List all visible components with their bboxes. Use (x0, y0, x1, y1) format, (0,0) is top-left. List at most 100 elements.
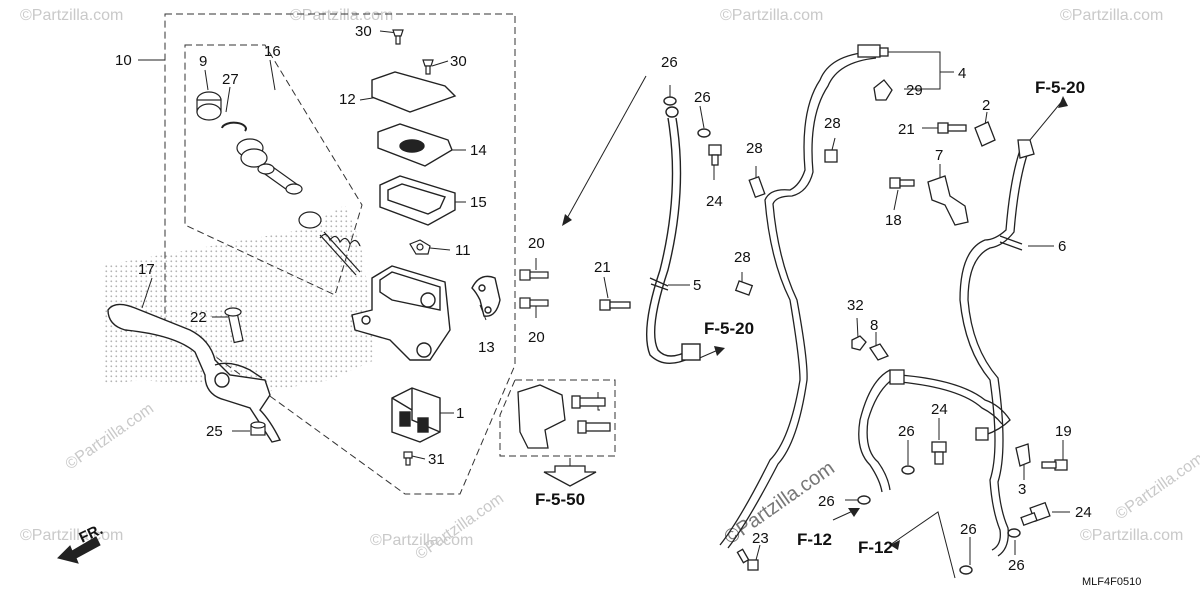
down-arrow-icon (543, 465, 597, 487)
clip-11 (409, 239, 431, 255)
label-27: 27 (222, 71, 239, 88)
diaphragm-plate-14 (377, 123, 453, 167)
label-20: 20 (528, 235, 545, 252)
label-31: 31 (428, 451, 445, 468)
clip-29 (873, 79, 893, 101)
label-20: 20 (528, 329, 545, 346)
clamp-3-bolt-19 (1015, 443, 1068, 471)
fr-arrow-icon (57, 536, 101, 564)
diaphragm-15 (379, 175, 456, 226)
label-1: 1 (456, 405, 464, 422)
watermark-silhouette (105, 205, 375, 395)
bolt-24-top (708, 144, 722, 166)
ref-arrows (562, 96, 1068, 550)
master-cylinder-body (351, 265, 451, 361)
watermark-text: ©Partzilla.com (63, 400, 157, 473)
pivot-bolt-22 (224, 307, 244, 344)
label-28: 28 (734, 249, 751, 266)
hose-branch (858, 369, 1011, 493)
label-26: 26 (661, 54, 678, 71)
label-24: 24 (706, 193, 723, 210)
watermark-text: ©Partzilla.com (20, 7, 123, 24)
label-6: 6 (1058, 238, 1066, 255)
part-labels: 30 30 10 16 9 27 12 14 15 11 13 1 31 17 … (115, 23, 1092, 574)
label-16: 16 (264, 43, 281, 60)
label-25: 25 (206, 423, 223, 440)
ref-f-12-right: F-12 (858, 538, 893, 557)
label-26: 26 (1008, 557, 1025, 574)
inset-switch (517, 384, 611, 449)
label-17: 17 (138, 261, 155, 278)
bolts-20 (519, 269, 549, 309)
watermark-text: ©Partzilla.com (1060, 7, 1163, 24)
label-26: 26 (898, 423, 915, 440)
label-3: 3 (1018, 481, 1026, 498)
label-21: 21 (898, 121, 915, 138)
label-2: 2 (982, 97, 990, 114)
washers-26 (663, 96, 1021, 575)
bolt-21-left (599, 299, 631, 311)
label-23: 23 (752, 530, 769, 547)
label-13: 13 (478, 339, 495, 356)
watermark-text: ©Partzilla.com (720, 7, 823, 24)
label-28: 28 (824, 115, 841, 132)
label-21: 21 (594, 259, 611, 276)
watermark-text: ©Partzilla.com (413, 490, 507, 563)
piston-kit-outline (184, 44, 363, 296)
label-14: 14 (470, 142, 487, 159)
holder-13 (471, 275, 501, 317)
label-28: 28 (746, 140, 763, 157)
label-24: 24 (931, 401, 948, 418)
nut-25 (250, 421, 266, 436)
diagram-code: MLF4F0510 (1082, 576, 1141, 588)
label-9: 9 (199, 53, 207, 70)
sensor-cable-4 (719, 44, 889, 549)
label-18: 18 (885, 212, 902, 229)
label-26: 26 (960, 521, 977, 538)
ref-f-5-20-mid: F-5-20 (704, 319, 754, 338)
nut-32-clip-8 (851, 335, 889, 361)
watermark-text: ©Partzilla.com (1113, 450, 1200, 523)
label-30: 30 (450, 53, 467, 70)
watermark-text: ©Partzilla.com (370, 532, 473, 549)
label-4: 4 (958, 65, 966, 82)
label-24: 24 (1075, 504, 1092, 521)
hose-6 (959, 139, 1035, 557)
screws-30 (392, 29, 434, 75)
ref-f-5-20-top: F-5-20 (1035, 78, 1085, 97)
bolt-21-right (937, 122, 967, 134)
label-26: 26 (694, 89, 711, 106)
bolt-23 (736, 548, 759, 571)
label-15: 15 (470, 194, 487, 211)
switch-1 (391, 387, 441, 443)
reservoir-cap-12 (371, 71, 457, 113)
bolts-24 (931, 441, 1051, 526)
ref-f-5-50: F-5-50 (535, 490, 585, 509)
brake-lever (107, 303, 282, 443)
label-10: 10 (115, 52, 132, 69)
label-8: 8 (870, 317, 878, 334)
label-29: 29 (906, 82, 923, 99)
screw-31 (403, 451, 413, 466)
watermark-text: ©Partzilla.com (20, 527, 123, 544)
label-30: 30 (355, 23, 372, 40)
bracket-7 (927, 175, 969, 226)
watermark-text: ©Partzilla.com (1080, 527, 1183, 544)
label-5: 5 (693, 277, 701, 294)
label-26: 26 (818, 493, 835, 510)
watermark-text: ©Partzilla.com (290, 7, 393, 24)
label-22: 22 (190, 309, 207, 326)
inset-outline (499, 379, 616, 457)
label-19: 19 (1055, 423, 1072, 440)
label-7: 7 (935, 147, 943, 164)
reference-labels: F-5-20 F-5-20 F-5-50 F-12 F-12 FR. MLF4F… (77, 78, 1142, 588)
ref-f-12-left: F-12 (797, 530, 832, 549)
piston-kit (196, 91, 361, 276)
label-32: 32 (847, 297, 864, 314)
label-11: 11 (455, 242, 471, 259)
clamp-2 (974, 121, 996, 147)
clamps-28 (734, 149, 838, 296)
brake-hose-5 (646, 106, 701, 364)
